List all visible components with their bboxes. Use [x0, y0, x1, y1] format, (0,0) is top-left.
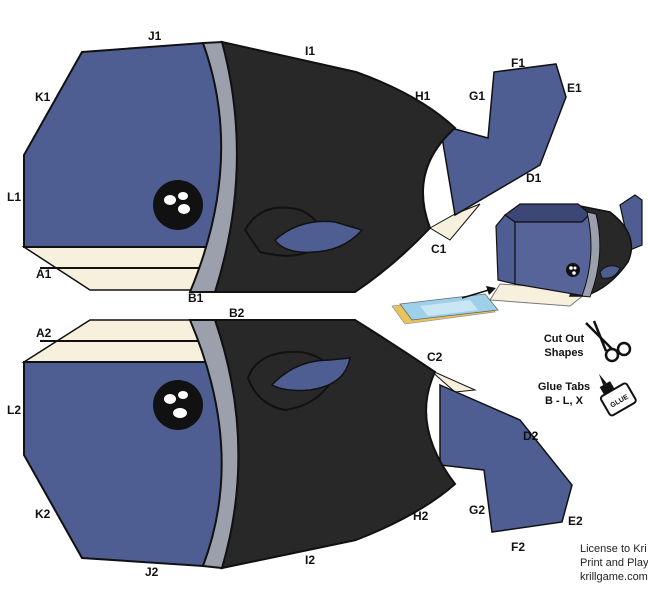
whale-top-tail [439, 63, 567, 217]
credit-line2: Print and Play [580, 557, 648, 569]
edge-label-g1: G1 [469, 89, 485, 103]
whale-bottom-fin [246, 350, 351, 412]
glue-tab-c1 [429, 203, 481, 241]
edge-label-e2: E2 [568, 514, 583, 528]
whale-bottom-band [188, 319, 240, 570]
edge-label-a1: A1 [36, 267, 52, 281]
edge-label-b1: B1 [188, 291, 204, 305]
whale-bottom-piece [21, 319, 573, 570]
glue-tab-c2 [429, 369, 477, 393]
cut-instruction-line2: Shapes [544, 347, 583, 359]
whale-bottom-body [213, 319, 457, 570]
edge-label-k2: K2 [35, 507, 51, 521]
whale-top-band [188, 40, 238, 293]
edge-label-g2: G2 [469, 503, 485, 517]
edge-label-k1: K1 [35, 90, 51, 104]
edge-label-l1: L1 [7, 190, 21, 204]
edge-label-h1: H1 [415, 89, 431, 103]
glue-instruction-line1: Glue Tabs [538, 381, 590, 393]
edge-label-j1: J1 [148, 29, 162, 43]
edge-label-f1: F1 [511, 56, 525, 70]
edge-label-i1: I1 [305, 44, 315, 58]
edge-label-h2: H2 [413, 509, 429, 523]
krill-card-illustration [391, 293, 499, 325]
edge-label-a2: A2 [36, 326, 52, 340]
assembled-whale-preview [489, 194, 643, 307]
edge-label-f2: F2 [511, 540, 525, 554]
cut-instruction-line1: Cut Out [544, 333, 585, 345]
edge-label-c2: C2 [427, 350, 443, 364]
edge-label-b2: B2 [229, 306, 245, 320]
whale-top-body [213, 40, 457, 293]
scissors-icon [585, 320, 632, 363]
edge-label-d1: D1 [526, 171, 542, 185]
whale-bottom-eye [153, 380, 203, 430]
credit-line3: krillgame.com [580, 571, 648, 583]
glue-bottle-icon: GLUE [598, 373, 637, 417]
edge-label-i2: I2 [305, 553, 315, 567]
whale-top-fin [243, 206, 364, 257]
whale-top-eye [153, 180, 203, 230]
whale-top-piece [21, 40, 567, 293]
edge-label-c1: C1 [431, 242, 447, 256]
whale-bottom-tail [439, 383, 573, 533]
glue-instruction-line2: B - L, X [545, 395, 584, 407]
insert-arrow [461, 286, 496, 299]
edge-label-j2: J2 [145, 565, 159, 579]
edge-label-e1: E1 [567, 81, 582, 95]
edge-label-d2: D2 [523, 429, 539, 443]
edge-label-l2: L2 [7, 403, 21, 417]
credit-line1: License to Kri [580, 543, 647, 555]
